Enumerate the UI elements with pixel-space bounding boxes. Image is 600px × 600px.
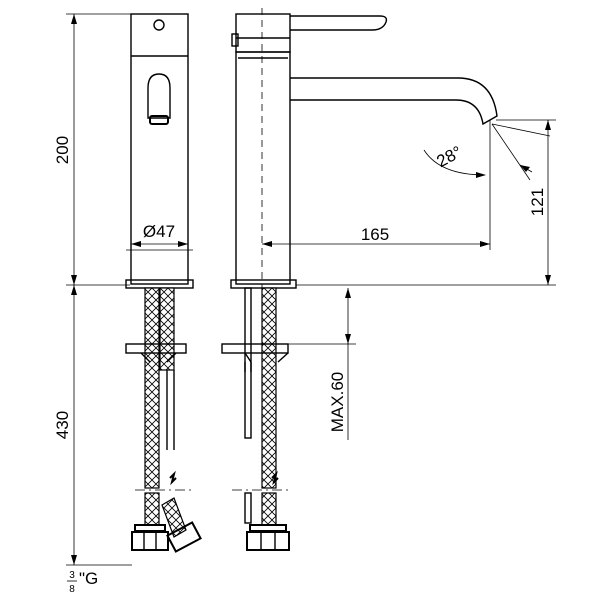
height-dimension-lines xyxy=(66,13,140,566)
front-view-hoses xyxy=(125,287,202,553)
spout-angle-label: 28° xyxy=(433,142,465,171)
diameter-label: Ø47 xyxy=(143,222,175,241)
spout-height-dimension xyxy=(296,119,556,286)
body-height-label: 200 xyxy=(53,136,72,164)
thread-fraction-denominator: 8 xyxy=(69,584,75,595)
thread-size-label: 3 8 "G xyxy=(67,569,98,595)
max-thickness-dimension xyxy=(288,288,356,440)
spout-angle-dimension xyxy=(423,123,551,181)
thread-fraction-numerator: 3 xyxy=(69,570,75,581)
thread-suffix: "G xyxy=(79,569,98,588)
hose-height-label: 430 xyxy=(53,411,72,439)
spout-reach-label: 165 xyxy=(361,225,389,244)
side-view-hoses xyxy=(221,287,292,551)
side-view-faucet-body xyxy=(230,13,498,289)
spout-reach-dimension xyxy=(262,120,491,250)
max-thickness-label: MAX.60 xyxy=(328,372,347,432)
spout-height-label: 121 xyxy=(528,188,547,216)
diameter-dimension xyxy=(131,241,188,247)
front-view-faucet-body xyxy=(125,13,194,289)
